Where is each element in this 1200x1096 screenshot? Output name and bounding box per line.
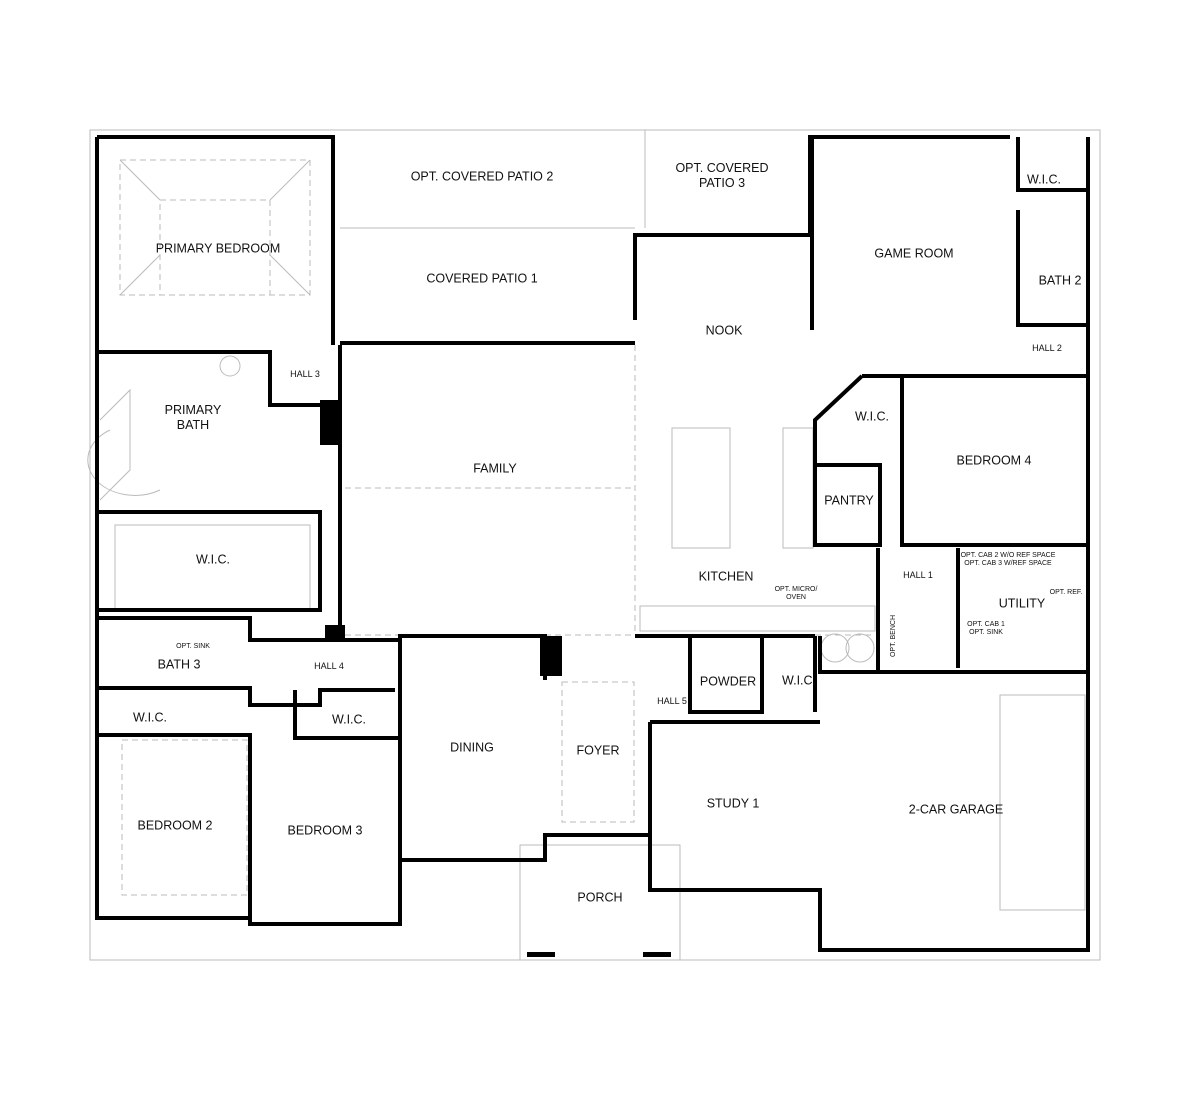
room-wic-bed4: W.I.C. <box>854 409 890 424</box>
room-powder: POWDER <box>699 674 757 689</box>
solid-wall-blocks <box>320 400 671 957</box>
room-hall-5: HALL 5 <box>657 696 687 706</box>
room-bedroom-3: BEDROOM 3 <box>287 823 363 838</box>
label-opt-bench: OPT. BENCH <box>890 614 897 658</box>
room-wic-game: W.I.C. <box>1026 172 1062 187</box>
walls <box>95 135 1090 952</box>
room-opt-covered-patio-2: OPT. COVERED PATIO 2 <box>410 169 554 184</box>
room-bedroom-2: BEDROOM 2 <box>137 818 213 833</box>
room-foyer: FOYER <box>576 743 620 758</box>
room-hall-4: HALL 4 <box>314 661 344 671</box>
room-primary-bedroom: PRIMARY BEDROOM <box>155 241 281 256</box>
room-bedroom-4: BEDROOM 4 <box>956 453 1032 468</box>
room-bath-3: BATH 3 <box>157 657 201 672</box>
room-porch: PORCH <box>577 890 623 905</box>
room-primary-bath: PRIMARY BATH <box>164 403 222 432</box>
room-dining: DINING <box>450 740 494 755</box>
room-pantry: PANTRY <box>824 493 874 508</box>
room-game-room: GAME ROOM <box>874 246 954 261</box>
room-wic-bed2: W.I.C. <box>132 710 168 725</box>
room-bath-2: BATH 2 <box>1038 273 1082 288</box>
room-hall-2: HALL 2 <box>1032 343 1062 353</box>
label-opt-cab-1: OPT. CAB 1 OPT. SINK <box>967 621 1005 636</box>
room-covered-patio-1: COVERED PATIO 1 <box>426 271 538 286</box>
room-wic-study: W.I.C. <box>781 673 817 688</box>
room-family: FAMILY <box>473 461 517 476</box>
room-nook: NOOK <box>705 323 743 338</box>
room-utility: UTILITY <box>998 596 1046 611</box>
label-opt-sink: OPT. SINK <box>176 643 210 650</box>
room-wic-primary: W.I.C. <box>195 552 231 567</box>
room-wic-bed3: W.I.C. <box>331 712 367 727</box>
room-garage: 2-CAR GARAGE <box>908 802 1004 817</box>
room-opt-covered-patio-3: OPT. COVERED PATIO 3 <box>675 161 769 190</box>
label-opt-cab-2-3: OPT. CAB 2 W/O REF SPACE OPT. CAB 3 W/RE… <box>960 552 1056 567</box>
label-opt-ref: OPT. REF. <box>1049 589 1083 596</box>
label-opt-micro-oven: OPT. MICRO/ OVEN <box>774 586 818 601</box>
room-hall-1: HALL 1 <box>903 570 933 580</box>
room-study-1: STUDY 1 <box>706 796 760 811</box>
room-kitchen: KITCHEN <box>698 569 754 584</box>
room-hall-3: HALL 3 <box>290 369 320 379</box>
